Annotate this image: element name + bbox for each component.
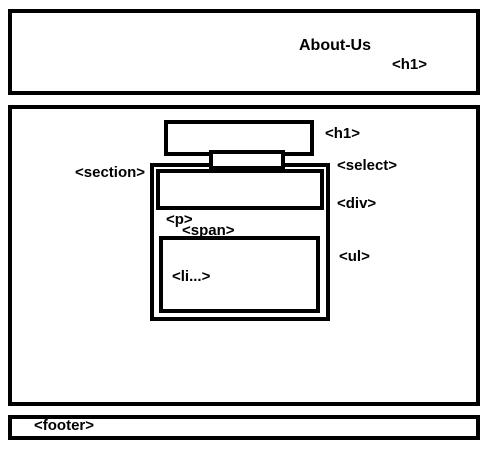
p-tag: <p> xyxy=(166,211,193,228)
header-box xyxy=(8,9,480,95)
main-h1-tag: <h1> xyxy=(325,125,361,142)
header-title: About-Us xyxy=(299,37,371,54)
ul-tag: <ul> xyxy=(339,248,370,265)
section-tag: <section> xyxy=(75,164,146,181)
footer-box xyxy=(8,415,480,440)
footer-tag: <footer> xyxy=(34,417,95,434)
select-box xyxy=(209,150,285,170)
li-tag: <li...> xyxy=(172,268,211,285)
div-box xyxy=(156,169,324,210)
div-tag: <div> xyxy=(337,195,377,212)
select-tag: <select> xyxy=(337,157,398,174)
ul-box xyxy=(159,236,320,313)
header-h1-tag: <h1> xyxy=(392,56,428,73)
span-tag: <span> xyxy=(182,222,235,239)
